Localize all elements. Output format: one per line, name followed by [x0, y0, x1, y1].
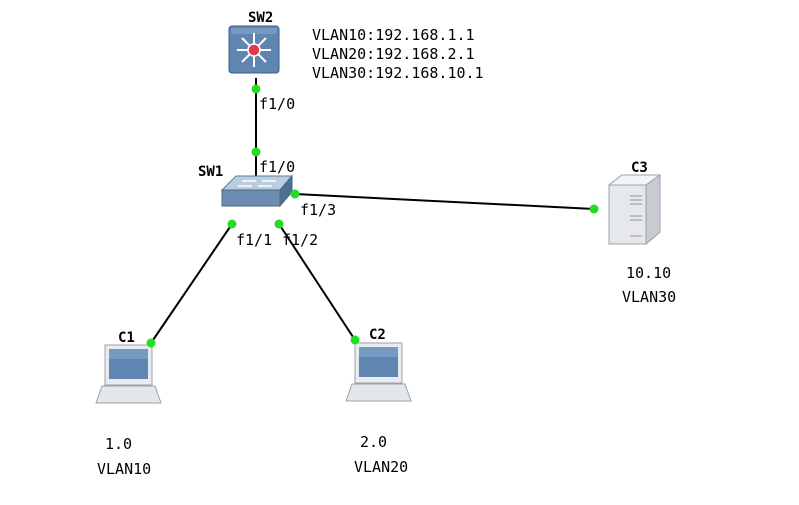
link-sw1-c1 [150, 223, 233, 344]
port-dot-sw1-f11 [227, 219, 237, 229]
sw1-device[interactable] [220, 174, 294, 208]
c1-vlan: VLAN10 [97, 460, 151, 478]
sw1-label: SW1 [198, 164, 223, 180]
c1-address: 1.0 [105, 435, 132, 453]
port-label-sw1-f12: f1/2 [282, 231, 318, 249]
port-dot-sw1-f13 [290, 189, 300, 199]
c1-device[interactable] [95, 344, 162, 404]
c2-vlan: VLAN20 [354, 458, 408, 476]
c2-address: 2.0 [360, 433, 387, 451]
port-dot-sw1-f10 [251, 147, 261, 157]
port-label-sw1-f10: f1/0 [259, 158, 295, 176]
c3-device[interactable] [607, 174, 662, 246]
port-label-sw1-f13: f1/3 [300, 201, 336, 219]
port-dot-c1 [146, 338, 156, 348]
c3-vlan: VLAN30 [622, 288, 676, 306]
port-dot-sw1-f12 [274, 219, 284, 229]
port-dot-sw2-f10 [251, 84, 261, 94]
links [150, 78, 595, 344]
vlan-info-line-3: VLAN30:192.168.10.1 [312, 64, 484, 82]
sw2-label: SW2 [248, 10, 273, 26]
port-dot-c2 [350, 335, 360, 345]
port-label-sw1-f11: f1/1 [236, 231, 272, 249]
vlan-info-line-1: VLAN10:192.168.1.1 [312, 26, 475, 44]
c2-label: C2 [369, 327, 386, 343]
link-sw1-c3 [294, 193, 595, 210]
port-dot-c3 [589, 204, 599, 214]
c2-device[interactable] [345, 342, 412, 402]
port-label-sw2-f10: f1/0 [259, 95, 295, 113]
c3-address: 10.10 [626, 264, 671, 282]
c1-label: C1 [118, 330, 135, 346]
c3-label: C3 [631, 160, 648, 176]
port-dots [146, 84, 599, 348]
sw2-device[interactable] [228, 25, 280, 74]
link-sw1-c2 [278, 223, 356, 341]
vlan-info-line-2: VLAN20:192.168.2.1 [312, 45, 475, 63]
